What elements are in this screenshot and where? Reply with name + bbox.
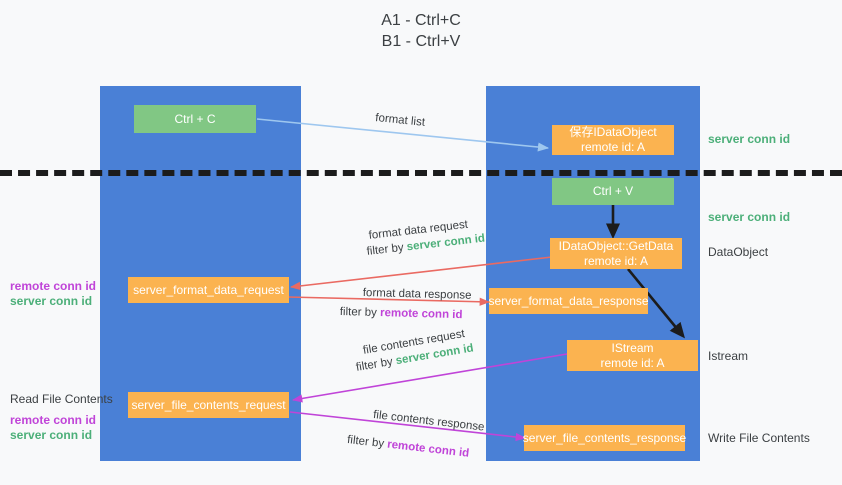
label-server-conn-id-mid: server conn id xyxy=(708,210,791,224)
edge-label-file-contents-response-filter: filter by remote conn id xyxy=(346,433,470,462)
edge-label-file-contents-response-text: file contents response xyxy=(372,408,486,434)
edge-filter-prefix-2: filter by xyxy=(339,305,381,320)
edge-filter-key-2: remote conn id xyxy=(379,307,463,322)
node-server-format-data-request[interactable]: server_format_data_request xyxy=(128,277,289,303)
edge-filter-prefix-1: filter by xyxy=(366,241,408,258)
label-dataobject: DataObject xyxy=(708,245,769,259)
edge-label-format-list: format list xyxy=(375,111,426,131)
node-server-file-contents-request[interactable]: server_file_contents_request xyxy=(128,392,289,418)
node-istream[interactable]: IStream remote id: A xyxy=(567,340,698,371)
edge-label-format-list-text: format list xyxy=(374,111,426,129)
label-remote-conn-id-1: remote conn id xyxy=(10,279,97,293)
edge-filter-key-4: remote conn id xyxy=(386,438,470,460)
label-server-conn-id-2: server conn id xyxy=(10,428,93,442)
label-server-conn-id-top: server conn id xyxy=(708,132,791,146)
edge-label-format-data-response-text: format data response xyxy=(362,286,472,302)
edge-filter-prefix-4: filter by xyxy=(346,433,388,451)
label-istream: Istream xyxy=(708,349,749,363)
page-title: A1 - Ctrl+C B1 - Ctrl+V xyxy=(381,12,461,50)
phase-divider xyxy=(0,170,842,176)
node-ctrl-c[interactable]: Ctrl + C xyxy=(134,105,256,133)
node-ctrl-v[interactable]: Ctrl + V xyxy=(552,178,674,205)
edge-label-file-contents-response: file contents response xyxy=(372,408,486,436)
node-idataobject-getdata[interactable]: IDataObject::GetData remote id: A xyxy=(550,238,682,269)
node-server-file-contents-response[interactable]: server_file_contents_response xyxy=(523,425,686,451)
edge-filter-prefix-3: filter by xyxy=(355,355,397,374)
edge-label-format-data-response-filter: filter by remote conn id xyxy=(340,305,463,323)
node-save-idataobject[interactable]: 保存IDataObject remote id: A xyxy=(552,125,674,155)
label-read-file-contents: Read File Contents xyxy=(10,392,113,406)
edge-label-format-data-response: format data response xyxy=(363,286,472,304)
label-remote-conn-id-2: remote conn id xyxy=(10,413,97,427)
label-server-conn-id-1: server conn id xyxy=(10,294,93,308)
label-write-file-contents: Write File Contents xyxy=(708,431,810,445)
node-server-format-data-response[interactable]: server_format_data_response xyxy=(488,288,649,314)
